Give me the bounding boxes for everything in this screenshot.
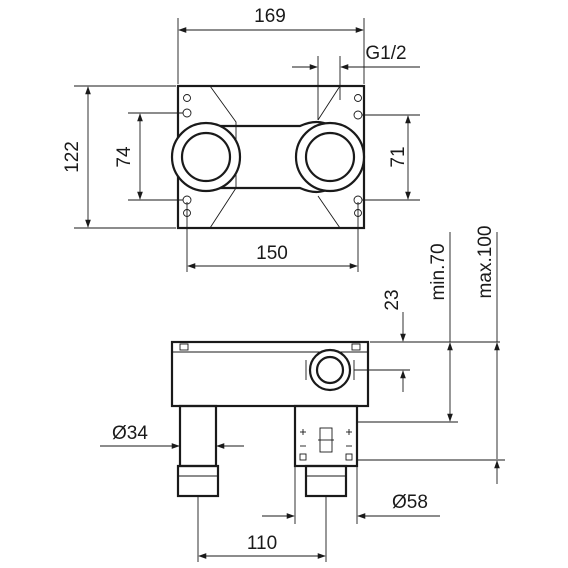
dim-23: 23 — [354, 289, 500, 392]
dim-holes-right: 71 — [362, 114, 420, 201]
dim-height-left: 122 — [62, 85, 176, 229]
left-port-inner — [180, 131, 232, 183]
fixing-hole — [182, 108, 192, 118]
dim-label-d34: Ø34 — [112, 423, 148, 444]
dim-label-110: 110 — [247, 533, 277, 554]
fixing-hole — [353, 110, 363, 120]
dim-label-23: 23 — [382, 289, 403, 310]
left-pipe-end — [176, 464, 220, 498]
top-view — [170, 84, 366, 230]
left-pipe — [178, 404, 218, 468]
side-view — [170, 340, 370, 498]
outlet-port-inner — [315, 355, 345, 385]
dim-body-diameter: Ø58 — [262, 466, 440, 524]
cartridge-body — [293, 404, 359, 468]
right-port-inner — [304, 131, 356, 183]
dim-label-150: 150 — [256, 243, 288, 264]
dim-holes-left: 74 — [114, 112, 183, 201]
dim-label-thread: G1/2 — [365, 43, 406, 64]
dim-thread: G1/2 — [292, 43, 420, 120]
dim-label-max100: max.100 — [475, 226, 496, 299]
dim-label-min70: min.70 — [428, 243, 449, 300]
dim-label-71: 71 — [388, 146, 409, 167]
dim-label-122: 122 — [62, 141, 83, 173]
dim-min-70: min.70 — [358, 232, 458, 423]
dim-label-169: 169 — [254, 6, 286, 27]
dim-pipe-diameter: Ø34 — [100, 423, 244, 449]
web-right — [317, 85, 341, 229]
fixing-hole — [354, 94, 362, 102]
cartridge-end — [304, 464, 348, 498]
housing-body — [170, 340, 370, 408]
dim-top-width: 169 — [177, 6, 365, 84]
dim-max-100: max.100 — [358, 226, 505, 484]
outlet-port-outer — [308, 348, 352, 392]
dim-label-d58: Ø58 — [392, 492, 428, 513]
dim-bottom-width: 150 — [186, 202, 359, 272]
dim-label-74: 74 — [114, 146, 135, 168]
fixing-hole — [183, 94, 191, 102]
cartridge-markings — [299, 427, 353, 461]
dim-axis-distance: 110 — [197, 496, 327, 562]
